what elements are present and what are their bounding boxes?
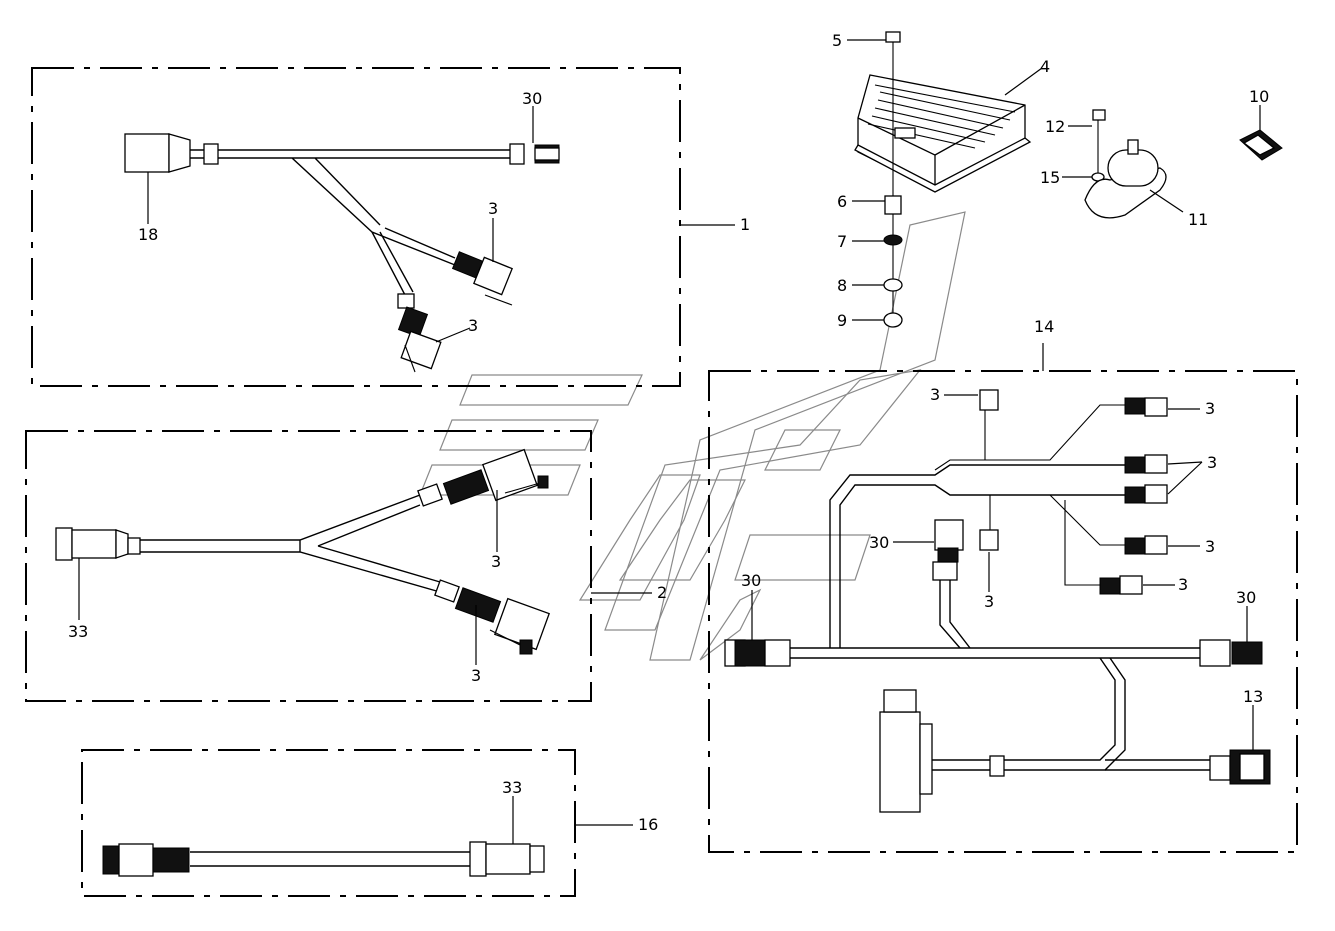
nut-9	[883, 312, 903, 328]
group-box-14	[708, 370, 1298, 853]
callout-3-d: 3	[471, 666, 481, 685]
washer-7	[883, 234, 903, 246]
callout-5: 5	[832, 31, 842, 50]
connector-18	[124, 133, 170, 173]
bolt-12	[1092, 109, 1106, 121]
fastener-stack	[883, 31, 903, 328]
washer-8	[883, 278, 903, 292]
callout-3-i: 3	[1178, 575, 1188, 594]
callout-3-g: 3	[1207, 453, 1217, 472]
callout-9: 9	[837, 311, 847, 330]
callout-30-c: 30	[741, 571, 761, 590]
callout-3-c: 3	[491, 552, 501, 571]
callout-30-a: 30	[522, 89, 542, 108]
control-module-4	[854, 74, 1032, 193]
group-box-1	[31, 67, 681, 387]
screw-5	[885, 31, 901, 43]
harness-2	[55, 448, 551, 655]
relay-11	[1084, 109, 1167, 219]
leader-lines	[78, 39, 1261, 844]
harness-1	[124, 133, 560, 373]
callout-30-b: 30	[869, 533, 889, 552]
callout-14: 14	[1034, 317, 1054, 336]
callout-13: 13	[1243, 687, 1263, 706]
callout-2: 2	[657, 583, 667, 602]
callout-12: 12	[1045, 117, 1065, 136]
callout-6: 6	[837, 192, 847, 211]
harness-16	[102, 841, 545, 877]
callout-10: 10	[1249, 87, 1269, 106]
callout-16: 16	[638, 815, 658, 834]
harness-14	[724, 389, 1271, 813]
callout-3-h: 3	[1205, 537, 1215, 556]
callout-7: 7	[837, 232, 847, 251]
callout-33-a: 33	[68, 622, 88, 641]
callout-3-b: 3	[468, 316, 478, 335]
callout-4: 4	[1040, 57, 1050, 76]
callout-33-b: 33	[502, 778, 522, 797]
group-box-2	[25, 430, 592, 702]
connector-3	[473, 256, 513, 296]
callout-30-d: 30	[1236, 588, 1256, 607]
callout-11: 11	[1188, 210, 1208, 229]
fuse-block	[879, 711, 921, 813]
callout-3-a: 3	[488, 199, 498, 218]
spacer-6	[884, 195, 902, 215]
callout-1: 1	[740, 215, 750, 234]
callout-8: 8	[837, 276, 847, 295]
connector-plug-10	[1239, 129, 1283, 161]
callout-3-f: 3	[1205, 399, 1215, 418]
callout-18: 18	[138, 225, 158, 244]
connector-33	[71, 529, 117, 559]
group-box-16	[81, 749, 576, 897]
callout-15: 15	[1040, 168, 1060, 187]
callout-labels: 1 2 3 3 3 3 3 3 3 3 3 3 4 5 6 7 8 9 10 1…	[68, 31, 1269, 834]
callout-3-j: 3	[984, 592, 994, 611]
callout-3-e: 3	[930, 385, 940, 404]
